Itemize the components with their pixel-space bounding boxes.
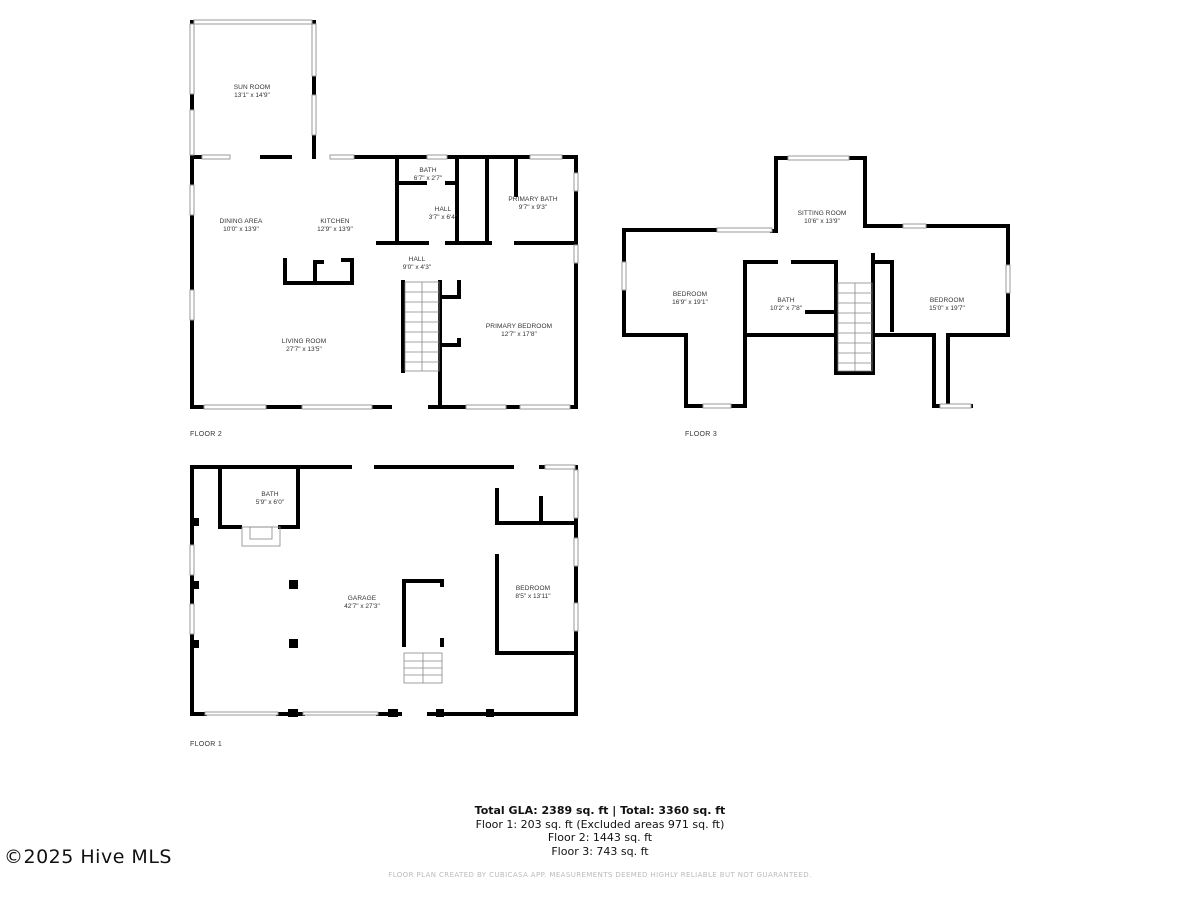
floor-2-walls bbox=[190, 20, 578, 409]
room-primary-bedroom: PRIMARY BEDROOM 12'7" x 17'8" bbox=[485, 323, 553, 338]
room-bedroom-floor1: BEDROOM 8'5" x 13'11" bbox=[515, 585, 551, 600]
room-sitting-room: SITTING ROOM 10'6" x 13'9" bbox=[797, 210, 847, 225]
floor-1-label: FLOOR 1 bbox=[190, 741, 223, 748]
room-primary-bath: PRIMARY BATH 9'7" x 9'3" bbox=[508, 196, 558, 211]
room-hall-upper: HALL 3'7" x 6'4" bbox=[428, 206, 458, 221]
floor-3-walls bbox=[622, 156, 1010, 408]
disclaimer: FLOOR PLAN CREATED BY CUBICASA APP. MEAS… bbox=[388, 871, 812, 879]
copyright-watermark: ©2025 Hive MLS bbox=[4, 846, 172, 868]
room-bedroom-left: BEDROOM 16'9" x 19'1" bbox=[672, 291, 708, 306]
floor-2-area: Floor 2: 1443 sq. ft bbox=[547, 831, 653, 844]
total-area: Total GLA: 2389 sq. ft | Total: 3360 sq.… bbox=[474, 804, 726, 817]
room-dining-area: DINING AREA 10'0" x 13'9" bbox=[219, 218, 263, 233]
floor-3-area: Floor 3: 743 sq. ft bbox=[551, 844, 649, 858]
floor-3-stairs bbox=[837, 282, 873, 372]
room-garage: GARAGE 42'7" x 27'3" bbox=[344, 595, 380, 610]
room-sun-room: SUN ROOM 13'1" x 14'9" bbox=[233, 84, 271, 99]
floor-3-label: FLOOR 3 bbox=[685, 431, 718, 438]
floor-2-stairs bbox=[404, 281, 440, 372]
floor-1-stairs bbox=[241, 526, 443, 684]
room-hall-lower: HALL 9'0" x 4'3" bbox=[402, 256, 432, 271]
room-bedroom-right: BEDROOM 15'0" x 19'7" bbox=[929, 297, 965, 312]
area-summary: Total GLA: 2389 sq. ft | Total: 3360 sq.… bbox=[0, 804, 1200, 858]
room-bath-floor3: BATH 10'2" x 7'8" bbox=[769, 297, 803, 312]
floor-2-label: FLOOR 2 bbox=[190, 431, 223, 438]
room-bath-floor1: BATH 5'9" x 6'0" bbox=[255, 491, 285, 506]
room-living-room: LIVING ROOM 27'7" x 13'5" bbox=[281, 338, 327, 353]
room-bath: BATH 6'7" x 2'7" bbox=[413, 167, 443, 182]
floor-1-area: Floor 1: 203 sq. ft (Excluded areas 971 … bbox=[475, 817, 725, 831]
room-kitchen: KITCHEN 12'9" x 13'9" bbox=[317, 218, 353, 233]
